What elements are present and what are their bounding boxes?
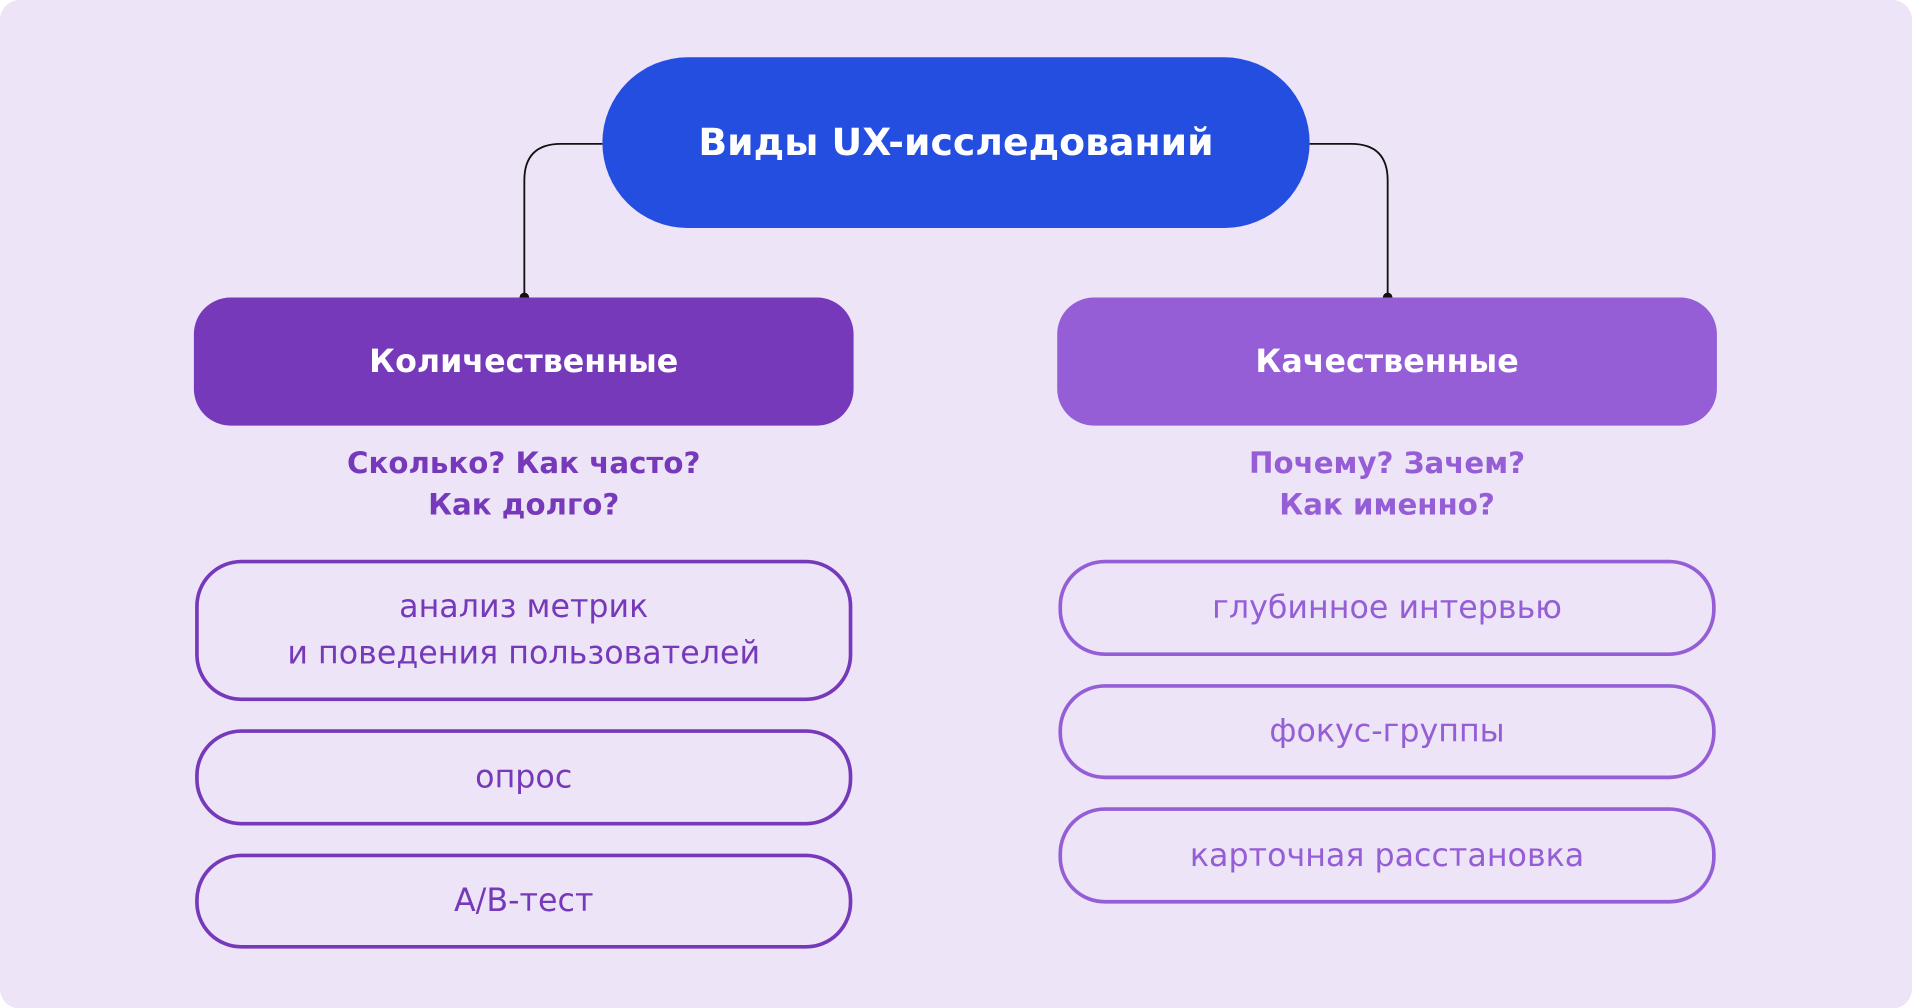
method-metrics-analysis: анализ метрик и поведения пользователей	[195, 559, 853, 702]
question-line: Сколько? Как часто?	[346, 446, 701, 481]
method-depth-interview: глубинное интервью	[1058, 559, 1716, 657]
category-label: Количественные	[369, 343, 679, 380]
item-line: и поведения пользователей	[287, 635, 761, 672]
method-ab-test: A/B-тест	[195, 853, 853, 949]
root-node: Виды UX-исследований	[602, 57, 1310, 229]
item-line: фокус-группы	[1269, 713, 1505, 750]
item-line: опрос	[475, 759, 573, 796]
quantitative-questions: Сколько? Как часто? Как долго?	[194, 439, 854, 529]
method-card-sorting: карточная расстановка	[1058, 807, 1716, 904]
method-survey: опрос	[195, 729, 853, 826]
connector-right	[1309, 142, 1389, 298]
question-line: Как именно?	[1279, 487, 1495, 522]
qualitative-questions: Почему? Зачем? Как именно?	[1057, 439, 1717, 529]
category-qualitative: Качественные	[1057, 297, 1717, 426]
method-focus-groups: фокус-группы	[1058, 684, 1716, 780]
question-line: Как долго?	[428, 487, 620, 522]
category-quantitative: Количественные	[193, 297, 854, 426]
item-line: карточная расстановка	[1189, 837, 1585, 874]
item-line: глубинное интервью	[1212, 589, 1562, 627]
item-line: анализ метрик	[399, 588, 649, 626]
item-line: A/B-тест	[453, 882, 594, 920]
connector-left	[523, 142, 603, 298]
root-title: Виды UX-исследований	[698, 120, 1214, 165]
category-label: Качественные	[1255, 343, 1519, 380]
question-line: Почему? Зачем?	[1249, 446, 1526, 481]
